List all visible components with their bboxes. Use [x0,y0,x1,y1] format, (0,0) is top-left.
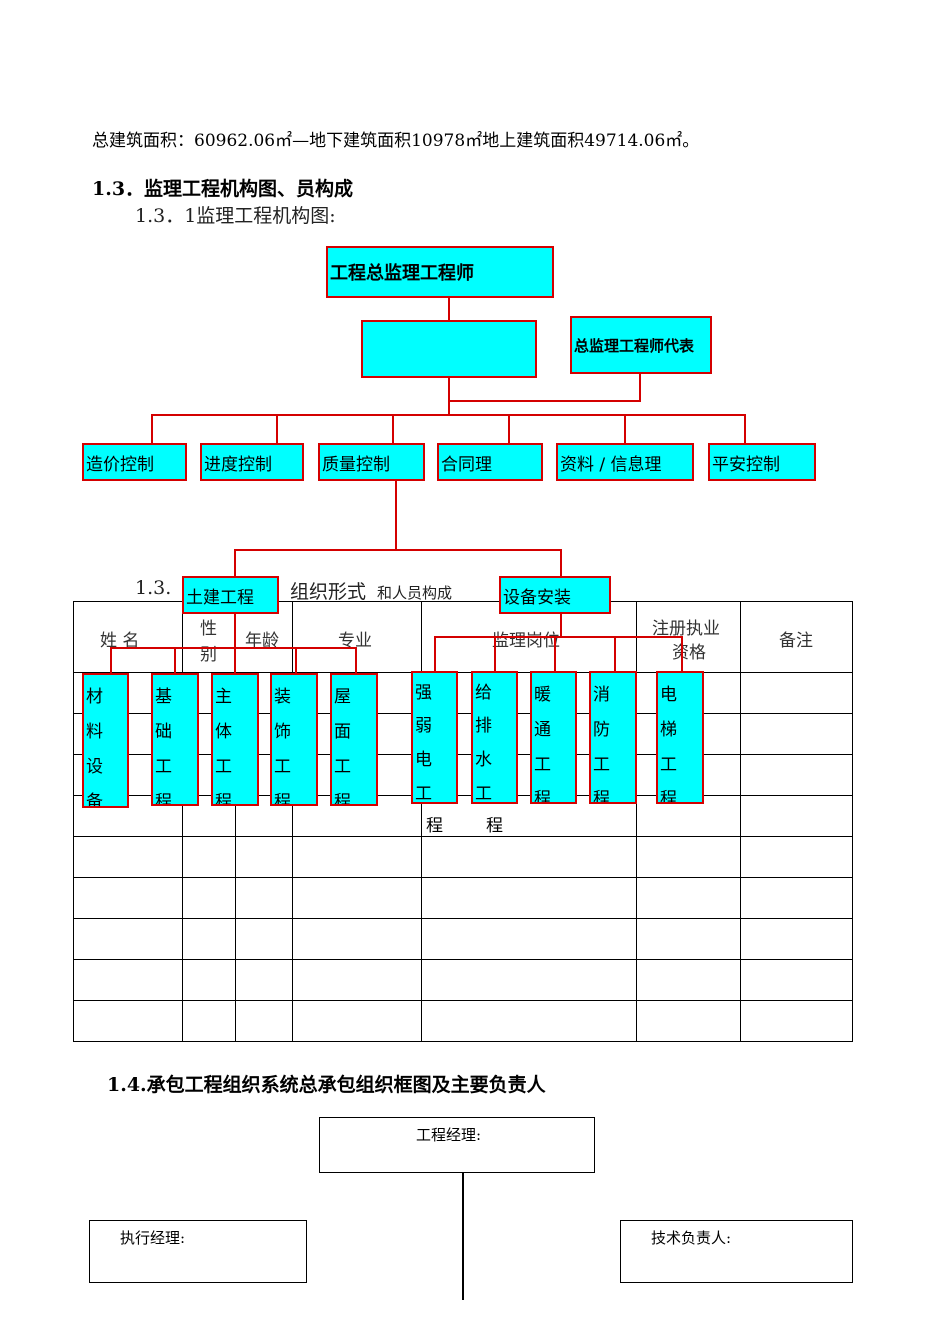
connector-line [295,647,297,673]
equipment-install-box: 设备安装 [499,576,611,614]
connector-line [448,377,450,401]
overflow-char: 程 [426,816,443,836]
header-age: 年龄 [245,631,279,651]
civil-item-materials: 材 料 设 备 [82,673,129,808]
project-manager-box: 工程经理: [319,1117,595,1173]
connector-line [434,636,436,672]
connector-line [624,414,626,444]
schedule-control-box: 进度控制 [200,443,304,481]
table-row [73,959,853,1001]
table-row [73,877,853,919]
connector-line [448,401,450,415]
connector-line [355,647,357,673]
table-row [73,1000,853,1042]
civil-item-foundation: 基 础 工 程 [151,673,199,806]
equip-item-plumbing: 给 排 水 工 [471,671,518,804]
connector-line [234,549,562,551]
header-post: 监理岗位 [492,631,560,651]
connector-line [110,647,357,649]
chief-supervisor-box: 工程总监理工程师 [326,246,554,298]
technical-lead-box: 技术负责人: [620,1220,853,1283]
connector-line [276,414,278,444]
area-summary: 总建筑面积：60962.06㎡—地下建筑面积10978㎡地上建筑面积49714.… [92,131,700,151]
header-major: 专业 [338,631,372,651]
connector-line [508,414,510,444]
equip-item-elevator: 电 梯 工 程 [656,671,704,804]
header-remark: 备注 [779,631,813,651]
connector-line [639,373,641,401]
connector-line [462,1173,464,1300]
equip-item-hvac: 暖 通 工 程 [530,671,577,804]
connector-line [151,414,746,416]
header-gender-1: 性 [200,619,217,639]
connector-line [744,414,746,444]
blank-box [361,320,537,378]
section-1-3-2-title: 组织形式 [290,581,367,603]
section-1-3-1-heading: 1.3．1监理工程机构图: [135,205,336,227]
connector-line [494,636,496,672]
connector-line [392,414,394,444]
connector-line [614,636,616,672]
connector-line [434,636,683,638]
executive-manager-label: 执行经理: [120,1229,186,1247]
technical-lead-label: 技术负责人: [651,1229,732,1247]
connector-line [151,414,153,444]
connector-line [681,636,683,672]
header-name: 姓 名 [100,631,140,651]
info-mgmt-box: 资料 / 信息理 [556,443,694,481]
executive-manager-box: 执行经理: [89,1220,307,1283]
connector-line [234,549,236,577]
civil-item-main-structure: 主 体 工 程 [211,673,259,806]
cost-control-box: 造价控制 [82,443,187,481]
connector-line [448,400,641,402]
equip-item-electrical: 强 弱 电 工 [411,671,458,804]
connector-line [560,612,562,637]
staff-table [73,601,853,1042]
overflow-char: 程 [486,816,503,836]
connector-line [554,636,556,672]
civil-item-roofing: 屋 面 工 程 [330,673,378,806]
header-cert-1: 注册执业 [652,619,720,639]
safety-control-box: 平安控制 [708,443,816,481]
civil-item-decoration: 装 饰 工 程 [270,673,318,806]
table-row [73,836,853,878]
section-1-3-heading: 1.3．监理工程机构图、员构成 [92,178,354,200]
connector-line [448,297,450,321]
connector-line [234,612,236,648]
equip-item-fire: 消 防 工 程 [589,671,637,804]
connector-line [560,549,562,577]
section-1-3-2-number: 1.3. [135,577,172,599]
quality-control-box: 质量控制 [318,443,425,481]
connector-line [234,647,236,673]
table-row [73,918,853,960]
header-gender-2: 别 [200,645,217,665]
civil-engineering-box: 土建工程 [182,576,279,614]
connector-line [395,481,397,551]
project-manager-label: 工程经理: [416,1126,482,1144]
connector-line [174,647,176,673]
header-cert-2: 资格 [672,643,706,663]
contract-mgmt-box: 合同理 [437,443,543,481]
section-1-3-2-suffix: 和人员构成 [377,584,453,602]
connector-line [110,647,112,673]
section-1-4-heading: 1.4.承包工程组织系统总承包组织框图及主要负责人 [107,1074,546,1096]
deputy-supervisor-box: 总监理工程师代表 [570,316,712,374]
